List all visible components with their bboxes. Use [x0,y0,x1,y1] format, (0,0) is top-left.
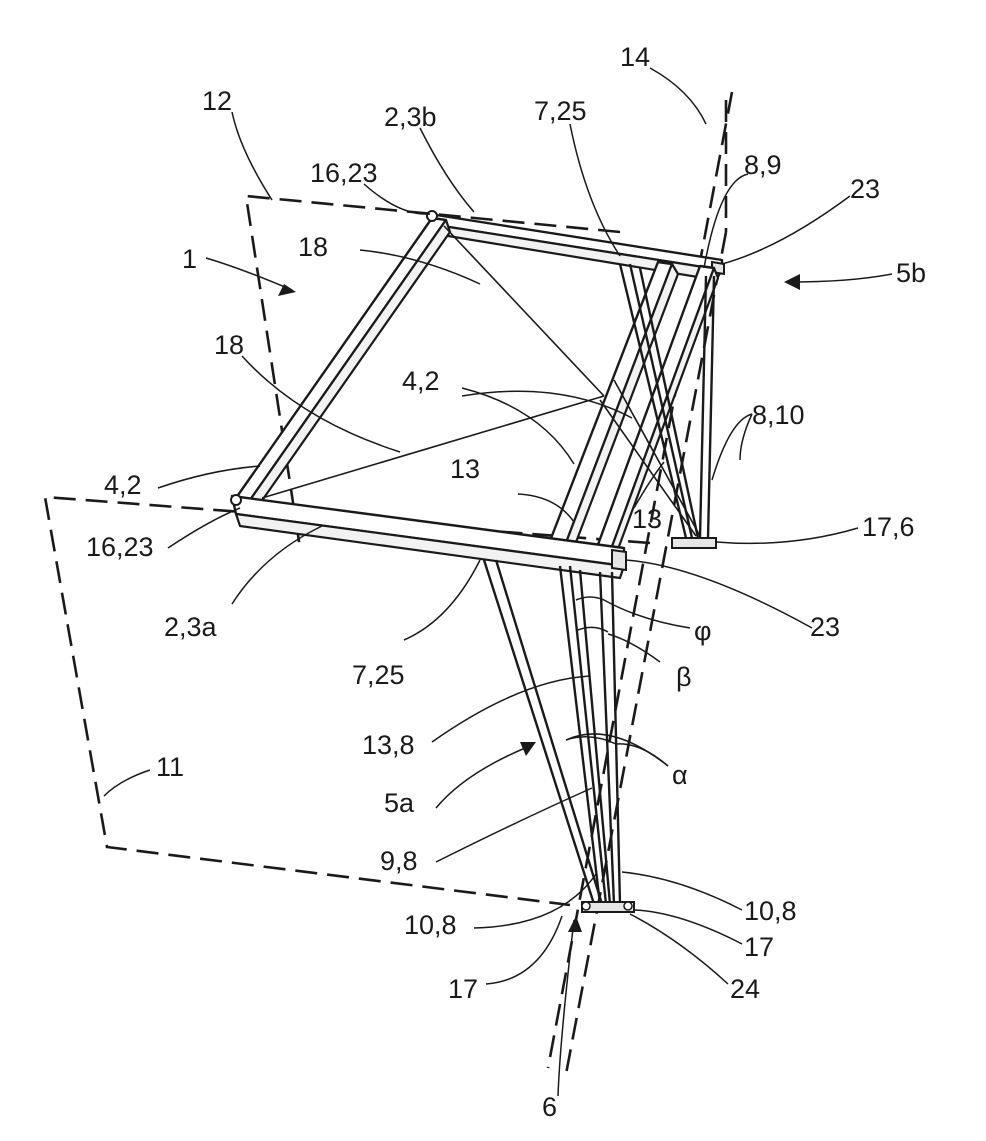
beam-3a-end-joint [231,495,241,505]
leader-11 [104,770,150,796]
label-23-top: 23 [850,174,880,204]
label-6: 6 [542,1092,557,1122]
label-13-b: 13 [632,504,662,534]
beam-3b [430,214,724,280]
leader-5b [790,274,892,282]
label-beta: β [676,662,692,692]
leader-17-right [634,910,742,944]
bolt-right [624,902,632,910]
label-1: 1 [182,244,197,274]
leader-1 [206,258,292,290]
leader-24 [630,914,728,984]
label-16-23-left: 16,23 [86,532,154,562]
label-4-2-mid: 4,2 [402,366,440,396]
leader-14 [650,68,706,124]
label-18-top: 18 [298,232,328,262]
label-8-9: 8,9 [744,150,782,180]
base-plate-17-6 [672,538,716,548]
strut-5a-outer2 [496,560,602,904]
label-17-6: 17,6 [862,512,915,542]
label-13-8: 13,8 [362,730,415,760]
label-2-3a: 2,3a [164,612,218,642]
label-8-10: 8,10 [752,400,805,430]
strut-5a-4 [600,572,614,904]
label-5a: 5a [384,788,415,818]
arrow-6 [568,916,582,932]
leader-beta [608,634,660,662]
leader-5a [436,746,530,808]
label-phi: φ [694,616,712,646]
leader-16-23-left [168,508,240,548]
bracing-18 [262,226,604,498]
side-beam-left [236,218,450,512]
label-10-8-right: 10,8 [744,896,797,926]
reference-lines [45,92,732,1074]
angle-phi-arc [576,597,604,600]
label-10-8-left: 10,8 [404,910,457,940]
leader-8-10-a [712,414,752,480]
label-24: 24 [730,974,760,1004]
leader-23-top [722,196,850,264]
reference-labels: 1 12 14 2,3b 7,25 16,23 8,9 23 18 5b 18 … [86,42,926,1122]
beam-3b-top-face [430,214,722,270]
leader-2-3b [420,128,474,212]
label-14: 14 [620,42,650,72]
label-12: 12 [202,86,232,116]
label-18-mid: 18 [214,330,244,360]
label-13-a: 13 [450,454,480,484]
leader-2-3a [232,526,322,604]
label-9-8: 9,8 [380,846,418,876]
strut-5a-outer [484,560,594,904]
beam-3b-end-joint [427,211,437,221]
leader-12 [232,112,272,200]
beam-3a-end-cap [612,550,626,570]
leader-10-8-right [622,872,742,910]
leader-alpha-a [616,744,668,766]
leader-phi [604,600,690,628]
leader-7-25-bottom [404,560,480,640]
leader-8-9 [704,174,748,268]
bolt-left [582,902,590,910]
label-7-25-bottom: 7,25 [352,660,405,690]
label-17-left: 17 [448,974,478,1004]
label-16-23-top: 16,23 [310,158,378,188]
leader-17-6 [716,528,858,543]
label-4-2-left: 4,2 [104,470,142,500]
label-23-right: 23 [810,612,840,642]
leader-13-8 [432,676,590,742]
label-5b: 5b [896,258,926,288]
label-2-3b: 2,3b [384,102,437,132]
leader-8-10-b [740,414,752,460]
label-7-25-top: 7,25 [534,96,587,126]
label-17-right: 17 [744,932,774,962]
label-11: 11 [156,752,184,782]
arrowheads [278,274,800,932]
arrow-5b [784,274,800,290]
leader-4-2-mid-a [462,388,574,464]
label-alpha: α [672,760,688,790]
